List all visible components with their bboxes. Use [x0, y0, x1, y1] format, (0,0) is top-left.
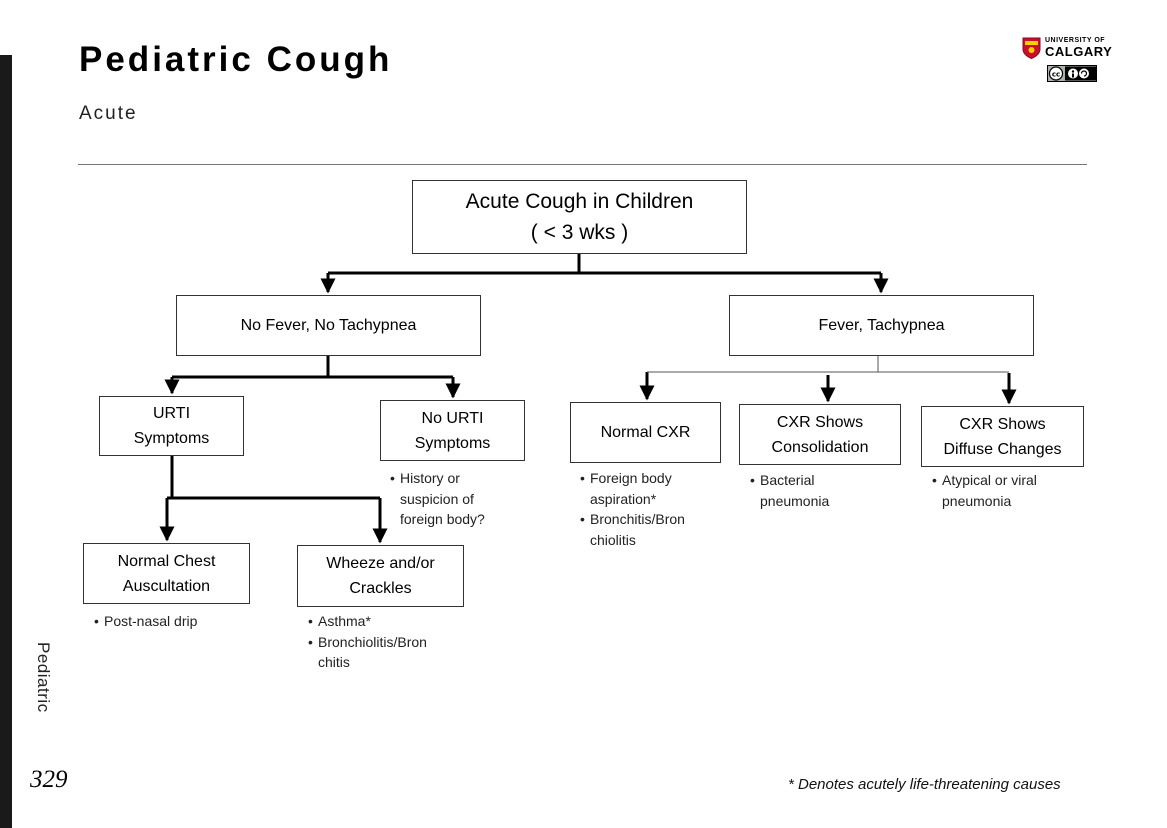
no-fever-node: No Fever, No Tachypnea — [176, 295, 481, 356]
svg-text:cc: cc — [1052, 70, 1060, 78]
note-item: Bronchitis/Bron chiolitis — [580, 509, 730, 550]
note-item: Asthma* — [308, 611, 468, 632]
no-urti-node-label: No URTI Symptoms — [414, 409, 491, 452]
diffuse-notes: Atypical or viral pneumonia — [932, 470, 1082, 511]
no-urti-notes: History or suspicion of foreign body? — [390, 468, 530, 530]
root-node-label: Acute Cough in Children ( < 3 wks ) — [465, 190, 694, 244]
header-divider — [78, 164, 1087, 165]
root-node: Acute Cough in Children ( < 3 wks ) — [412, 180, 747, 254]
logo-text-line2: CALGARY — [1045, 44, 1113, 59]
page-number: 329 — [30, 766, 68, 793]
consolidation-node: CXR Shows Consolidation — [739, 404, 901, 465]
note-item: History or suspicion of foreign body? — [390, 468, 530, 530]
university-crest-icon — [1022, 37, 1041, 59]
normal-chest-node-label: Normal Chest Auscultation — [117, 552, 216, 595]
wheeze-node: Wheeze and/or Crackles — [297, 545, 464, 607]
note-item: Bronchiolitis/Bron chitis — [308, 632, 468, 673]
page-subtitle: Acute — [79, 103, 138, 124]
normal-cxr-node-label: Normal CXR — [600, 424, 691, 441]
consolidation-node-label: CXR Shows Consolidation — [771, 413, 869, 456]
normal-chest-node: Normal Chest Auscultation — [83, 543, 250, 604]
no-urti-node: No URTI Symptoms — [380, 400, 525, 461]
diffuse-node-label: CXR Shows Diffuse Changes — [943, 415, 1062, 458]
normal-cxr-notes: Foreign body aspiration* Bronchitis/Bron… — [580, 468, 730, 550]
diffuse-node: CXR Shows Diffuse Changes — [921, 406, 1084, 467]
page-title: Pediatric Cough — [79, 40, 393, 79]
note-item: Post-nasal drip — [94, 611, 254, 632]
note-item: Atypical or viral pneumonia — [932, 470, 1082, 511]
urti-node-label: URTI Symptoms — [133, 405, 210, 447]
note-item: Bacterial pneumonia — [750, 470, 900, 511]
wheeze-node-label: Wheeze and/or Crackles — [326, 555, 435, 597]
cc-by-nc-sa-icon: cc — [1047, 65, 1097, 82]
wheeze-notes: Asthma* Bronchiolitis/Bron chitis — [308, 611, 468, 673]
page-edge-bar — [0, 55, 12, 828]
fever-node-label: Fever, Tachypnea — [818, 317, 945, 334]
university-logo: UNIVERSITY OF CALGARY cc — [1022, 35, 1114, 85]
note-item: Foreign body aspiration* — [580, 468, 730, 509]
no-fever-node-label: No Fever, No Tachypnea — [240, 317, 417, 334]
normal-chest-notes: Post-nasal drip — [94, 611, 254, 632]
urti-node: URTI Symptoms — [99, 396, 244, 456]
normal-cxr-node: Normal CXR — [570, 402, 721, 463]
fever-node: Fever, Tachypnea — [729, 295, 1034, 356]
consolidation-notes: Bacterial pneumonia — [750, 470, 900, 511]
sidebar-label: Pediatric — [34, 642, 53, 713]
logo-text-line1: UNIVERSITY OF — [1045, 37, 1106, 44]
footnote: * Denotes acutely life-threatening cause… — [788, 776, 1061, 793]
